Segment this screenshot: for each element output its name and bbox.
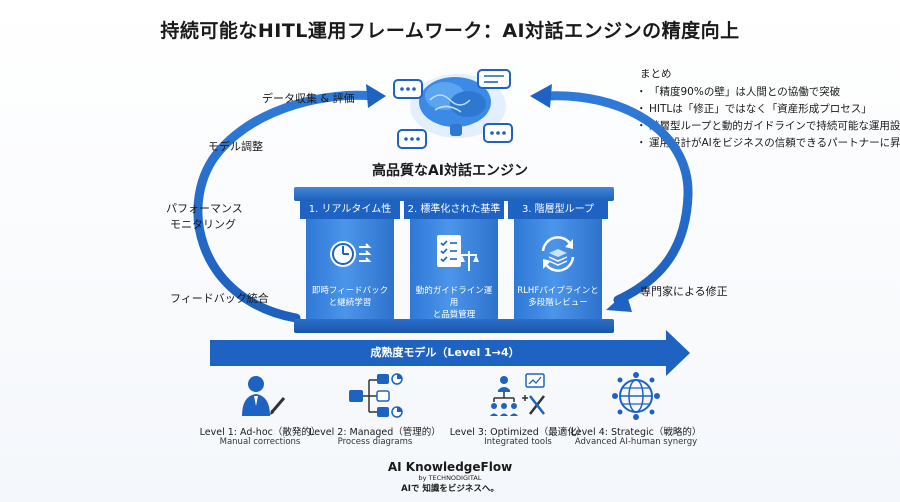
pillar-heading: 2. 標準化された基準 (404, 201, 504, 219)
pillar-cap (398, 187, 510, 201)
cycle-label-model-tuning: モデル調整 (208, 140, 263, 153)
pillar-description: RLHFパイプラインと 多段階レビュー (516, 285, 600, 309)
level-subtitle: Advanced AI-human synergy (574, 437, 698, 447)
pillar-body: 即時フィードバック と継続学習 (306, 219, 394, 319)
summary-heading: まとめ (640, 68, 672, 80)
integrated-tools-icon (490, 373, 545, 416)
pillar-base (502, 319, 614, 333)
pillar-body: 動的ガイドライン運用 と品質管理 (410, 219, 498, 321)
cycle-label-monitoring-line2: モニタリング (170, 218, 236, 231)
maturity-label: 成熟度モデル（Level 1→4） (370, 346, 520, 359)
cycle-label-monitoring-line1: パフォーマンス (166, 202, 243, 215)
pillar-desc-line: RLHFパイプラインと (517, 286, 599, 296)
pillar-desc-line: 即時フィードバック (311, 286, 389, 296)
brand-name: AI KnowledgeFlow (387, 460, 513, 474)
right-cycle-arrow (541, 91, 693, 305)
cycle-label-data-collection: データ収集 & 評価 (262, 92, 355, 105)
pillar-desc-line: 動的ガイドライン運用 (415, 286, 493, 308)
level-name: Level 2: Managed（管理的） (309, 427, 441, 438)
pillar-base (294, 319, 406, 333)
summary-item: 「精度90%の壁」は人間との協働で突破 (636, 84, 890, 101)
cycle-label-expert-fix: 専門家による修正 (640, 285, 728, 298)
level-subtitle: Process diagrams (337, 437, 413, 447)
globe-network-icon (612, 372, 660, 420)
pillar-realtime: 1. リアルタイム性 即時フィードバック と継続学習 (294, 187, 406, 335)
cycle-label-monitoring: パフォーマンス モニタリング (166, 200, 243, 232)
summary-item: 運用設計がAIをビジネスの信頼できるパートナーに昇華 (636, 135, 900, 152)
pillar-desc-line: と品質管理 (432, 310, 476, 320)
level-name: Level 4: Strategic（戦略的） (570, 427, 702, 438)
brand-tagline: AIで 知識をビジネスへ。 (401, 484, 499, 494)
level-name: Level 1: Ad-hoc（散発的） (199, 427, 321, 438)
page-title: 持続可能なHITL運用フレームワーク：AI対話エンジンの精度向上 (160, 20, 740, 42)
brand-byline: by TECHNODIGITAL (418, 474, 482, 482)
pillar-heading: 3. 階層型ループ (508, 201, 608, 219)
layered-loop-icon (541, 236, 575, 272)
pillar-description: 動的ガイドライン運用 と品質管理 (412, 285, 496, 321)
right-top-arrow-head (530, 84, 552, 108)
right-bottom-arrow-head (606, 292, 632, 312)
level-name: Level 3: Optimized（最適化） (449, 427, 587, 438)
pillar-standard: 2. 標準化された基準 動的ガイドライン運用 と品質管理 (398, 187, 510, 335)
clock-arrows-icon (330, 241, 372, 267)
process-diagram-icon (349, 373, 403, 418)
maturity-arrow (210, 330, 690, 376)
brain-icon (410, 74, 506, 138)
pillar-desc-line: 多段階レビュー (528, 298, 588, 308)
pillar-cap (294, 187, 406, 201)
pillar-desc-line: と継続学習 (328, 298, 372, 308)
summary-item: HITLは「修正」ではなく「資産形成プロセス」 (636, 101, 890, 118)
engine-title: 高品質なAI対話エンジン (371, 163, 529, 179)
level-subtitle: Integrated tools (484, 437, 552, 447)
pillar-description: 即時フィードバック と継続学習 (308, 285, 392, 309)
left-cycle-arrow (193, 90, 377, 323)
cycle-label-feedback: フィードバック統合 (170, 292, 269, 305)
left-arrow-head (366, 84, 386, 108)
pillar-cap (502, 187, 614, 201)
pillar-heading: 1. リアルタイム性 (300, 201, 400, 219)
summary-panel: まとめ 「精度90%の壁」は人間との協働で突破 HITLは「修正」ではなく「資産… (636, 66, 900, 152)
pillar-base (398, 319, 510, 333)
checklist-scale-icon (437, 235, 479, 271)
pillar-body: RLHFパイプラインと 多段階レビュー (514, 219, 602, 319)
summary-item: 階層型ループと動的ガイドラインで持続可能な運用設計 (636, 118, 900, 135)
person-pen-icon (242, 376, 286, 416)
pillar-layered-loop: 3. 階層型ループ RLHFパイプラインと 多段階レビュー (502, 187, 614, 335)
level-subtitle: Manual corrections (219, 437, 301, 447)
brand-footer: AI KnowledgeFlow by TECHNODIGITAL AIで 知識… (0, 460, 900, 494)
chat-bubble-icon (393, 69, 513, 149)
